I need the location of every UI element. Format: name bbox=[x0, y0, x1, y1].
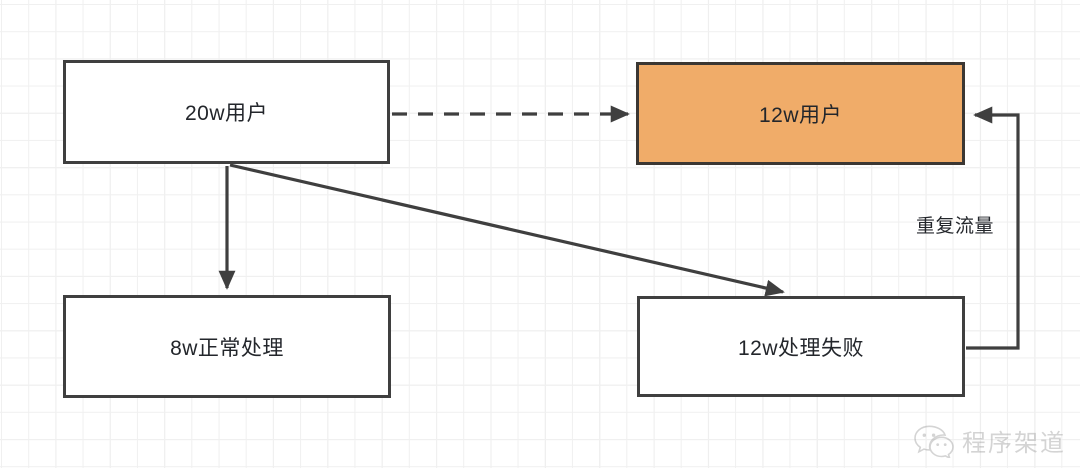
node-duplicate-users[interactable]: 12w用户 bbox=[636, 62, 965, 165]
edge-source-to-fail bbox=[229, 163, 785, 297]
wechat-icon bbox=[914, 424, 954, 458]
node-label: 12w用户 bbox=[758, 103, 843, 127]
node-label: 8w正常处理 bbox=[170, 336, 284, 360]
edge-label-repeat-traffic: 重复流量 bbox=[916, 216, 995, 237]
node-processing-failed[interactable]: 12w处理失败 bbox=[637, 296, 965, 397]
watermark: 程序架道 bbox=[913, 423, 1066, 458]
watermark-text: 程序架道 bbox=[962, 431, 1066, 457]
node-normal-processed[interactable]: 8w正常处理 bbox=[63, 295, 391, 398]
node-source-users[interactable]: 20w用户 bbox=[63, 60, 390, 164]
node-label: 20w用户 bbox=[184, 102, 269, 125]
node-label: 12w处理失败 bbox=[737, 336, 865, 360]
